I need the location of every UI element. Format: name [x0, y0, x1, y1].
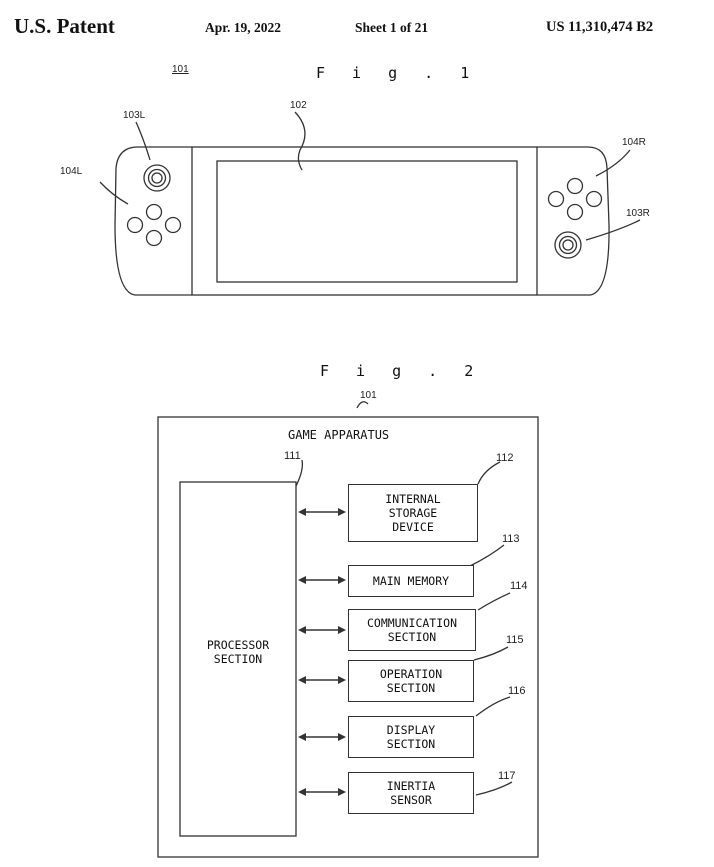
game-apparatus-box	[157, 416, 539, 858]
sheet-number: Sheet 1 of 21	[355, 20, 429, 35]
right-buttons-icon	[547, 177, 603, 221]
console-center-body	[191, 146, 538, 296]
fig1-ref-stick-right: 103R	[626, 208, 650, 219]
fig1-ref-buttons-right: 104R	[622, 137, 646, 148]
block-ref-112: 112	[496, 452, 514, 464]
patent-number: US 11,310,474 B2	[546, 19, 654, 35]
patent-office-label: U.S. Patent	[14, 14, 115, 38]
left-buttons-icon	[126, 203, 182, 247]
block-ref-113: 113	[502, 533, 520, 545]
left-grip-outline	[114, 146, 192, 296]
left-analog-stick-icon	[143, 164, 171, 192]
fig2-ref-apparatus: 101	[360, 390, 377, 401]
operation-section-block: OPERATION SECTION	[348, 660, 474, 702]
inertia-sensor-block: INERTIA SENSOR	[348, 772, 474, 814]
fig1-ref-display: 102	[290, 100, 307, 111]
console-screen	[216, 160, 518, 283]
block-ref-114: 114	[510, 580, 528, 592]
main-memory-block: MAIN MEMORY	[348, 565, 474, 597]
fig2-title: F i g . 2	[320, 362, 483, 380]
fig1-title: F i g . 1	[316, 64, 479, 82]
block-ref-117: 117	[498, 770, 516, 782]
bus-arrows	[300, 511, 344, 793]
apparatus-label: GAME APPARATUS	[288, 428, 390, 442]
patent-date: Apr. 19, 2022	[205, 20, 282, 35]
block-ref-115: 115	[506, 634, 524, 646]
communication-section-block: COMMUNICATION SECTION	[348, 609, 476, 651]
arrowheads	[298, 508, 346, 796]
processor-ref: 111	[284, 450, 301, 462]
right-grip-outline	[537, 146, 610, 296]
display-section-block: DISPLAY SECTION	[348, 716, 474, 758]
block-ref-116: 116	[508, 685, 526, 697]
fig1-ref-stick-left: 103L	[123, 110, 146, 121]
fig1-ref-apparatus: 101	[172, 64, 189, 75]
processor-label: PROCESSOR SECTION	[206, 638, 270, 666]
right-analog-stick-icon	[554, 231, 582, 259]
internal-storage-device-block: INTERNAL STORAGE DEVICE	[348, 484, 478, 542]
processor-section-box	[179, 481, 297, 837]
fig1-ref-buttons-left: 104L	[60, 166, 83, 177]
